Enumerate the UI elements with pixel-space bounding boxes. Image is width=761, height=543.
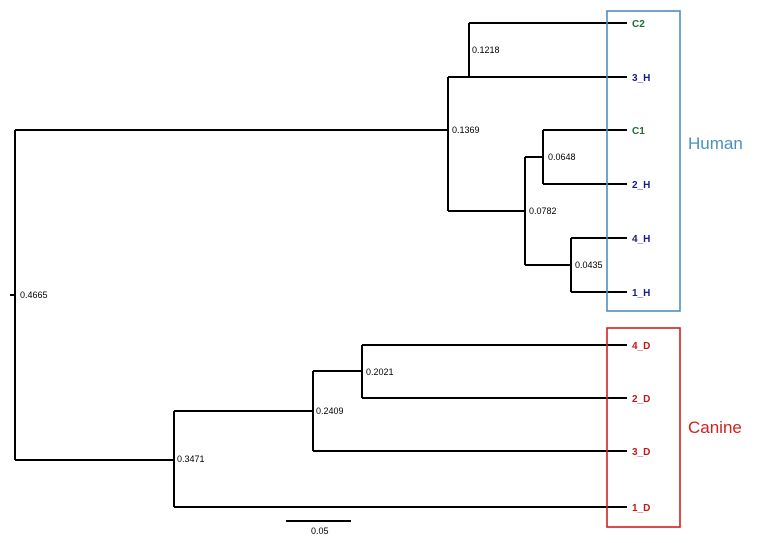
canine-group-label: Canine (688, 418, 742, 437)
leaf-label-3h: 3_H (632, 73, 650, 84)
leaf-label-c2: C2 (632, 19, 645, 30)
leaf-label-2h: 2_H (632, 180, 650, 191)
leaf-label-4d: 4_D (632, 341, 650, 352)
leaf-label-1d: 1_D (632, 503, 650, 514)
leaf-label-c1: C1 (632, 126, 645, 137)
scale-bar-label: 0.05 (311, 526, 329, 536)
human-group-label: Human (688, 134, 743, 153)
leaf-label-4h: 4_H (632, 234, 650, 245)
node-label-c1h2: 0.0648 (548, 152, 576, 162)
canine-group-box (606, 327, 681, 528)
node-label-human-clade: 0.1369 (452, 125, 480, 135)
leaf-label-2d: 2_D (632, 394, 650, 405)
leaf-label-1h: 1_H (632, 288, 650, 299)
node-label-c2h3: 0.1218 (472, 45, 500, 55)
leaf-label-3d: 3_D (632, 447, 650, 458)
node-label-dmid: 0.2409 (316, 406, 344, 416)
human-group-box (606, 10, 681, 312)
node-label-canine-clade: 0.3471 (177, 454, 205, 464)
node-label-h4h1: 0.0435 (575, 260, 603, 270)
node-label-root: 0.4665 (20, 290, 48, 300)
node-label-d4d2: 0.2021 (366, 367, 394, 377)
node-label-inner-human: 0.0782 (529, 206, 557, 216)
